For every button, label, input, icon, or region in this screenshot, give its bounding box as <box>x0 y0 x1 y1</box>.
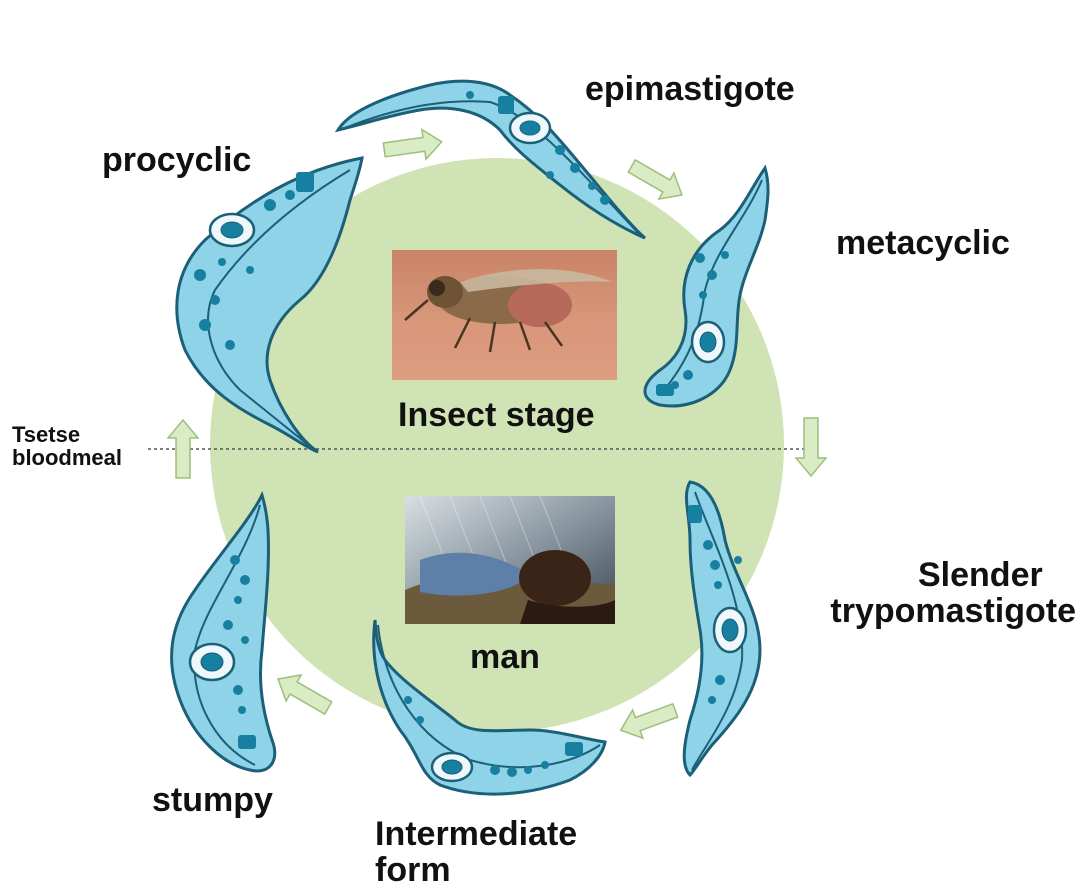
metacyclic-label: metacyclic <box>836 226 1010 262</box>
cycle-arrow-icon <box>616 696 681 744</box>
tsetse-fly-photo <box>392 250 617 380</box>
bloodmeal-label-line2: bloodmeal <box>12 446 122 469</box>
slender-trypomastigote-label: Slender trypomastigote <box>808 558 1076 629</box>
intermediate-label-line2: form <box>375 853 577 889</box>
intermediate-label-line1: Intermediate <box>375 817 577 853</box>
procyclic-label: procyclic <box>102 143 251 179</box>
cycle-arrow-icon <box>796 418 826 476</box>
epimastigote-label: epimastigote <box>585 72 795 108</box>
tsetse-bloodmeal-label: Tsetse bloodmeal <box>12 423 122 469</box>
intermediate-form-label: Intermediate form <box>375 817 577 888</box>
slender-label-line1: Slender <box>808 558 1076 594</box>
sleeping-child-photo <box>405 496 615 624</box>
man-label: man <box>470 640 540 676</box>
cycle-arrow-icon <box>382 127 444 165</box>
stumpy-cell-icon <box>172 495 275 771</box>
insect-stage-label: Insect stage <box>398 398 595 434</box>
stumpy-label: stumpy <box>152 783 273 819</box>
bloodmeal-label-line1: Tsetse <box>12 423 122 446</box>
slender-label-line2: trypomastigote <box>808 594 1076 630</box>
